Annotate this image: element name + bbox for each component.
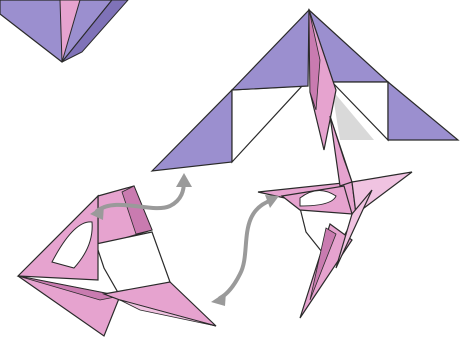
- lavender-pyramid-unit: [152, 10, 458, 171]
- pink-star-unit: [258, 116, 412, 318]
- lavender-pyramid-right-face: [388, 82, 458, 140]
- lavender-pyramid-top-left-face: [232, 10, 309, 90]
- upper-connector-arrowhead-top: [176, 173, 192, 187]
- lavender-pyramid-white-face: [232, 86, 302, 162]
- lower-connector-arrowhead-bottom: [211, 292, 226, 306]
- partial-lavender-module: [0, 0, 128, 62]
- lower-connector-arrow: [220, 200, 272, 298]
- pink-arrowhead-lower-face: [18, 276, 120, 336]
- lavender-pyramid-left-face: [152, 90, 232, 171]
- pink-arrowhead-unit: [18, 186, 216, 336]
